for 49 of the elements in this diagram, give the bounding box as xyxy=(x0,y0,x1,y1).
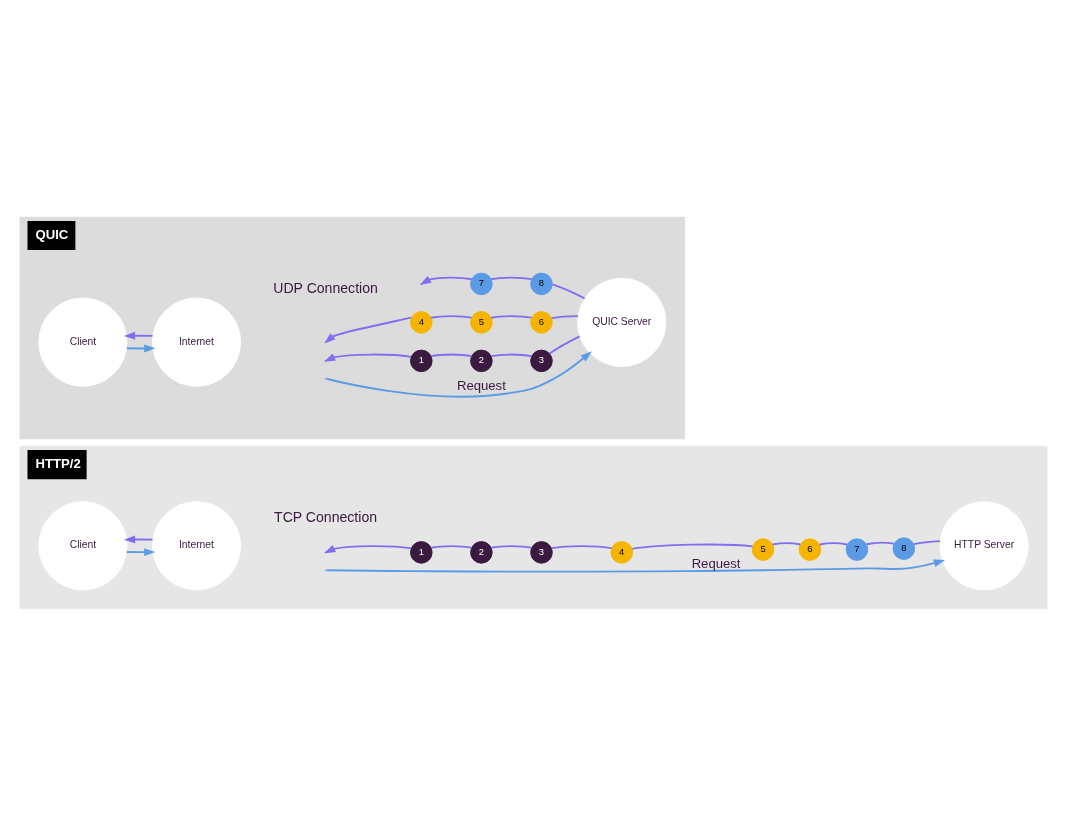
connector xyxy=(551,283,586,300)
connector xyxy=(912,540,941,546)
label: UDP Connection xyxy=(273,279,378,296)
arrow xyxy=(125,344,156,353)
connector xyxy=(818,542,849,546)
connector xyxy=(490,545,533,549)
node-circle: Client xyxy=(38,501,128,591)
connector xyxy=(631,543,754,550)
node-circle: 1 xyxy=(410,541,433,564)
node-circle: 8 xyxy=(530,272,553,296)
connector xyxy=(550,315,579,320)
arrow xyxy=(123,535,154,544)
arrow xyxy=(324,544,412,554)
node-circle: 8 xyxy=(892,537,916,560)
arrow xyxy=(125,548,156,557)
node-circle: 5 xyxy=(470,311,493,334)
connector xyxy=(430,315,473,319)
label: TCP Connection xyxy=(274,508,378,525)
node-circle: 3 xyxy=(530,541,553,564)
arrow xyxy=(123,331,154,340)
connector xyxy=(430,353,473,358)
connector xyxy=(490,276,533,281)
node-circle: 6 xyxy=(798,538,822,561)
node-circle: Internet xyxy=(151,297,242,387)
arrow xyxy=(324,316,413,344)
node-circle: 2 xyxy=(470,349,493,373)
edge-label: Request xyxy=(691,555,741,571)
arrow xyxy=(419,275,473,285)
arrow xyxy=(325,559,946,573)
connector xyxy=(490,315,533,319)
node-circle: 1 xyxy=(410,349,433,373)
node-circle: 3 xyxy=(530,349,553,373)
node-circle: 4 xyxy=(410,311,433,334)
node-circle: HTTP Server xyxy=(939,501,1029,591)
connector xyxy=(550,545,613,550)
node-circle: 7 xyxy=(845,538,869,561)
connector xyxy=(771,542,802,546)
node-circle: 6 xyxy=(530,311,553,334)
node-circle: 4 xyxy=(610,541,633,564)
node-circle: Internet xyxy=(151,501,242,591)
connector xyxy=(865,541,895,546)
node-circle: Client xyxy=(38,297,128,387)
connector xyxy=(548,335,581,355)
edge-label: Request xyxy=(456,378,506,394)
connector xyxy=(430,545,473,549)
node-circle: 5 xyxy=(751,538,775,561)
node-circle: 2 xyxy=(470,541,493,564)
node-circle: 7 xyxy=(470,272,493,296)
connector xyxy=(490,353,533,358)
